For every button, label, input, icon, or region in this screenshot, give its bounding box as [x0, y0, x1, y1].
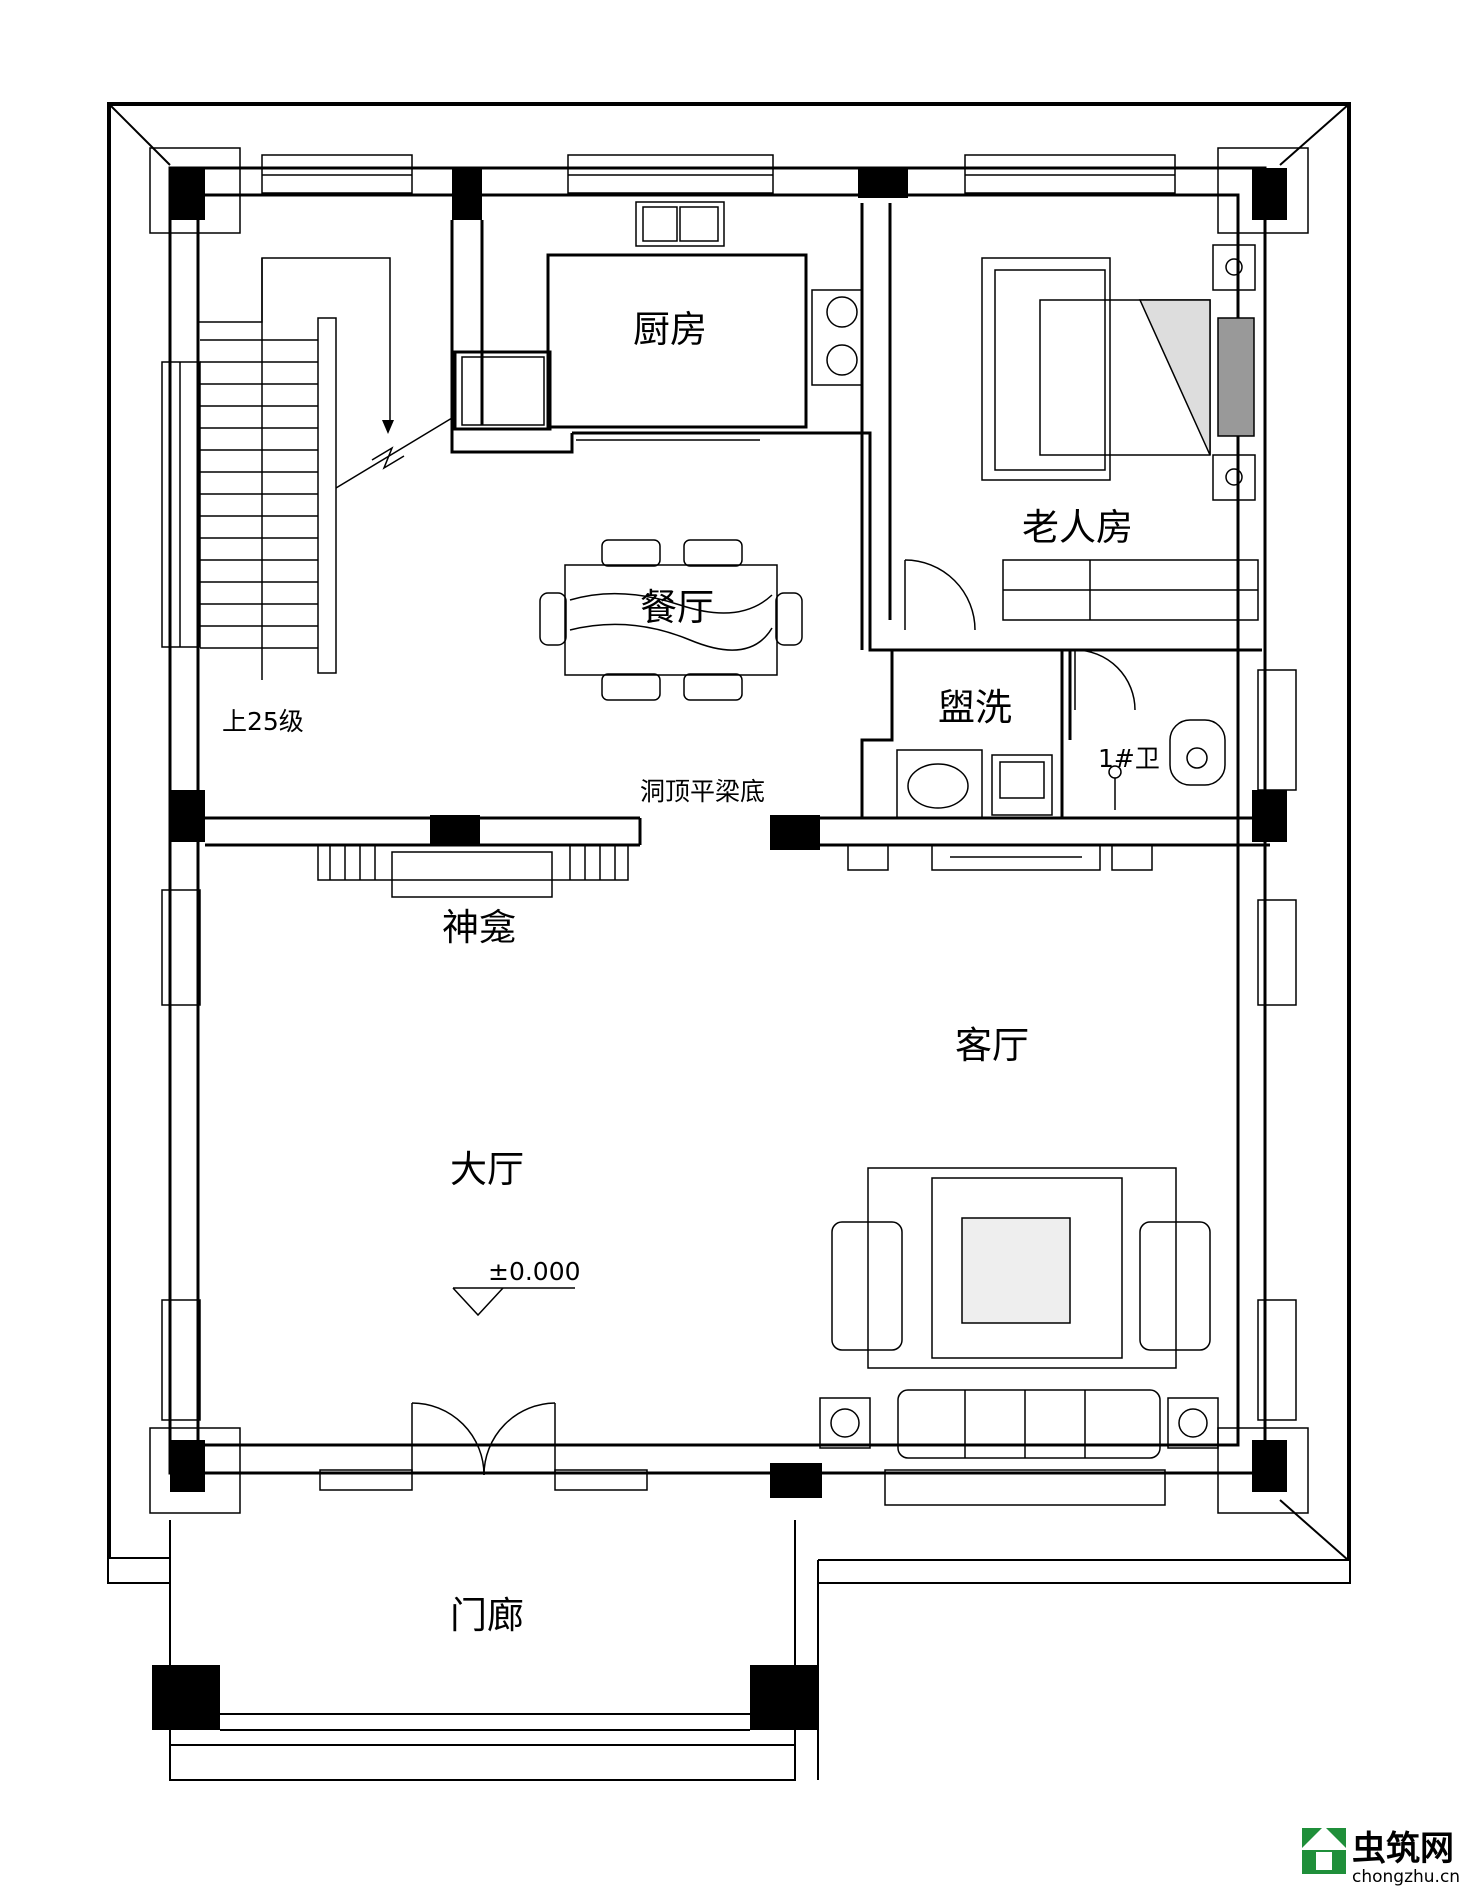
- watermark-name: 虫筑网: [1352, 1829, 1454, 1869]
- label-dining: 餐厅: [640, 586, 714, 629]
- washroom-fixtures: [896, 649, 1226, 819]
- stairs: [198, 257, 453, 680]
- label-kitchen: 厨房: [633, 308, 707, 351]
- corner-hatch: [149, 147, 1309, 1514]
- note-beam: 洞顶平梁底: [640, 777, 765, 806]
- columns: [152, 168, 1287, 1730]
- watermark-url: chongzhu.cn: [1352, 1867, 1460, 1887]
- elevation-marker-icon: [452, 1287, 575, 1317]
- interior-walls: [205, 203, 1270, 847]
- shrine-cabinet: [317, 844, 629, 898]
- porch: [169, 1520, 796, 1781]
- label-porch: 门廊: [450, 1594, 524, 1637]
- label-elderly-room: 老人房: [1022, 506, 1133, 549]
- kitchen-fixtures: [461, 201, 863, 441]
- note-elevation: ±0.000: [488, 1257, 581, 1286]
- sofa-set: [819, 1167, 1219, 1459]
- bedroom-fixtures: [904, 244, 1259, 631]
- label-living-room: 客厅: [955, 1024, 1029, 1067]
- stair-arrow-icon: [382, 420, 394, 434]
- watermark: 虫筑网 chongzhu.cn: [1300, 1826, 1460, 1887]
- label-shrine: 神龛: [442, 906, 516, 949]
- exterior-walls: [168, 166, 1267, 1475]
- tv-cabinet: [847, 844, 1153, 871]
- note-stairs: 上25级: [222, 707, 304, 736]
- room-labels: 厨房 老人房 餐厅 盥洗 1#卫 神龛 客厅 大厅 门廊 上25级 洞顶平梁底 …: [222, 308, 1160, 1637]
- dining-table: [539, 539, 803, 701]
- label-bathroom: 1#卫: [1098, 744, 1160, 773]
- label-washroom: 盥洗: [938, 686, 1012, 729]
- label-main-hall: 大厅: [450, 1148, 524, 1191]
- entrance-door: [411, 1402, 556, 1476]
- roof-outline: [107, 102, 1351, 1780]
- windows: [161, 154, 1297, 1506]
